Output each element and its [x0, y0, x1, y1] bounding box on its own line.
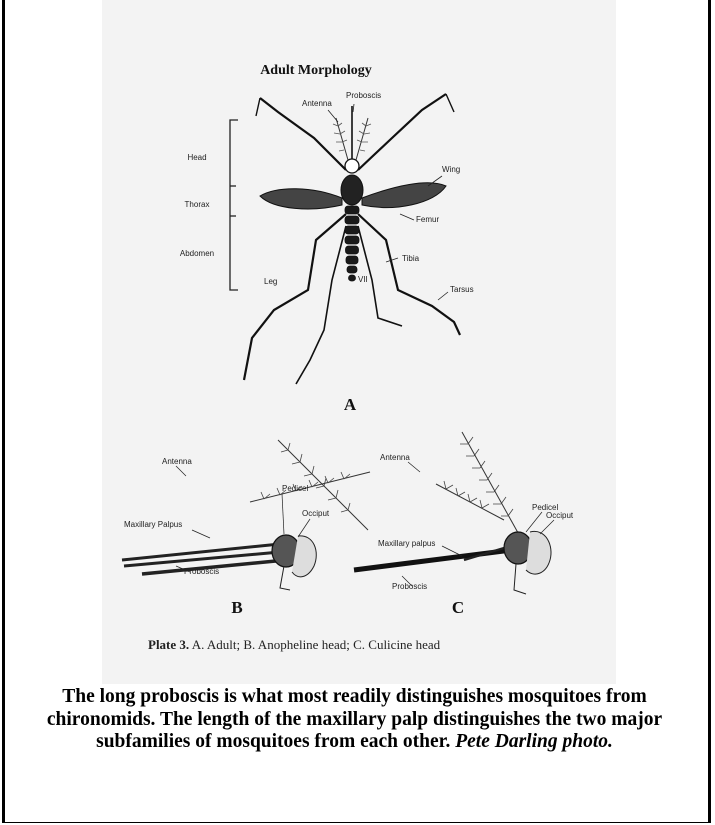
head-b-label-antenna: Antenna [162, 457, 192, 466]
adult-mosquito-illustration [244, 94, 460, 384]
plate-caption: Plate 3. A. Adult; B. Anopheline head; C… [148, 637, 440, 653]
label-proboscis: Proboscis [346, 91, 381, 100]
panel-letter-b: B [231, 598, 242, 617]
photo-credit: Pete Darling photo. [455, 731, 613, 752]
label-tibia: Tibia [402, 254, 420, 263]
anopheline-head-illustration [122, 438, 370, 590]
body-region-bracket [230, 120, 238, 290]
label-leg: Leg [264, 277, 277, 286]
label-vii: VII [358, 275, 368, 284]
label-thorax: Thorax [185, 200, 210, 209]
label-antenna: Antenna [302, 99, 332, 108]
plate-photo: Adult Morphology Head Thorax Abdomen [102, 0, 616, 684]
head-c-label-maxillary-palpus: Maxillary palpus [378, 539, 435, 548]
head-b-label-maxillary-palpus: Maxillary Palpus [124, 520, 182, 529]
head-c-label-proboscis: Proboscis [392, 582, 427, 591]
label-femur: Femur [416, 215, 439, 224]
plate-caption-text: A. Adult; B. Anopheline head; C. Culicin… [192, 637, 440, 652]
label-abdomen: Abdomen [180, 249, 214, 258]
head-c-label-antenna: Antenna [380, 453, 410, 462]
plate-caption-label: Plate 3. [148, 637, 189, 652]
label-head: Head [187, 153, 206, 162]
head-b-label-pedicel: Pedicel [282, 484, 308, 493]
figure-caption: The long proboscis is what most readily … [6, 686, 703, 754]
head-c-label-occiput: Occiput [546, 511, 574, 520]
head-b-label-occiput: Occiput [302, 509, 330, 518]
panel-letter-a: A [344, 395, 357, 414]
label-tarsus: Tarsus [450, 285, 474, 294]
head-b-label-proboscis: Proboscis [184, 567, 219, 576]
label-wing: Wing [442, 165, 460, 174]
panel-letter-c: C [452, 598, 464, 617]
mosquito-morphology-diagram: Adult Morphology Head Thorax Abdomen [102, 0, 616, 684]
diagram-title: Adult Morphology [260, 63, 372, 78]
